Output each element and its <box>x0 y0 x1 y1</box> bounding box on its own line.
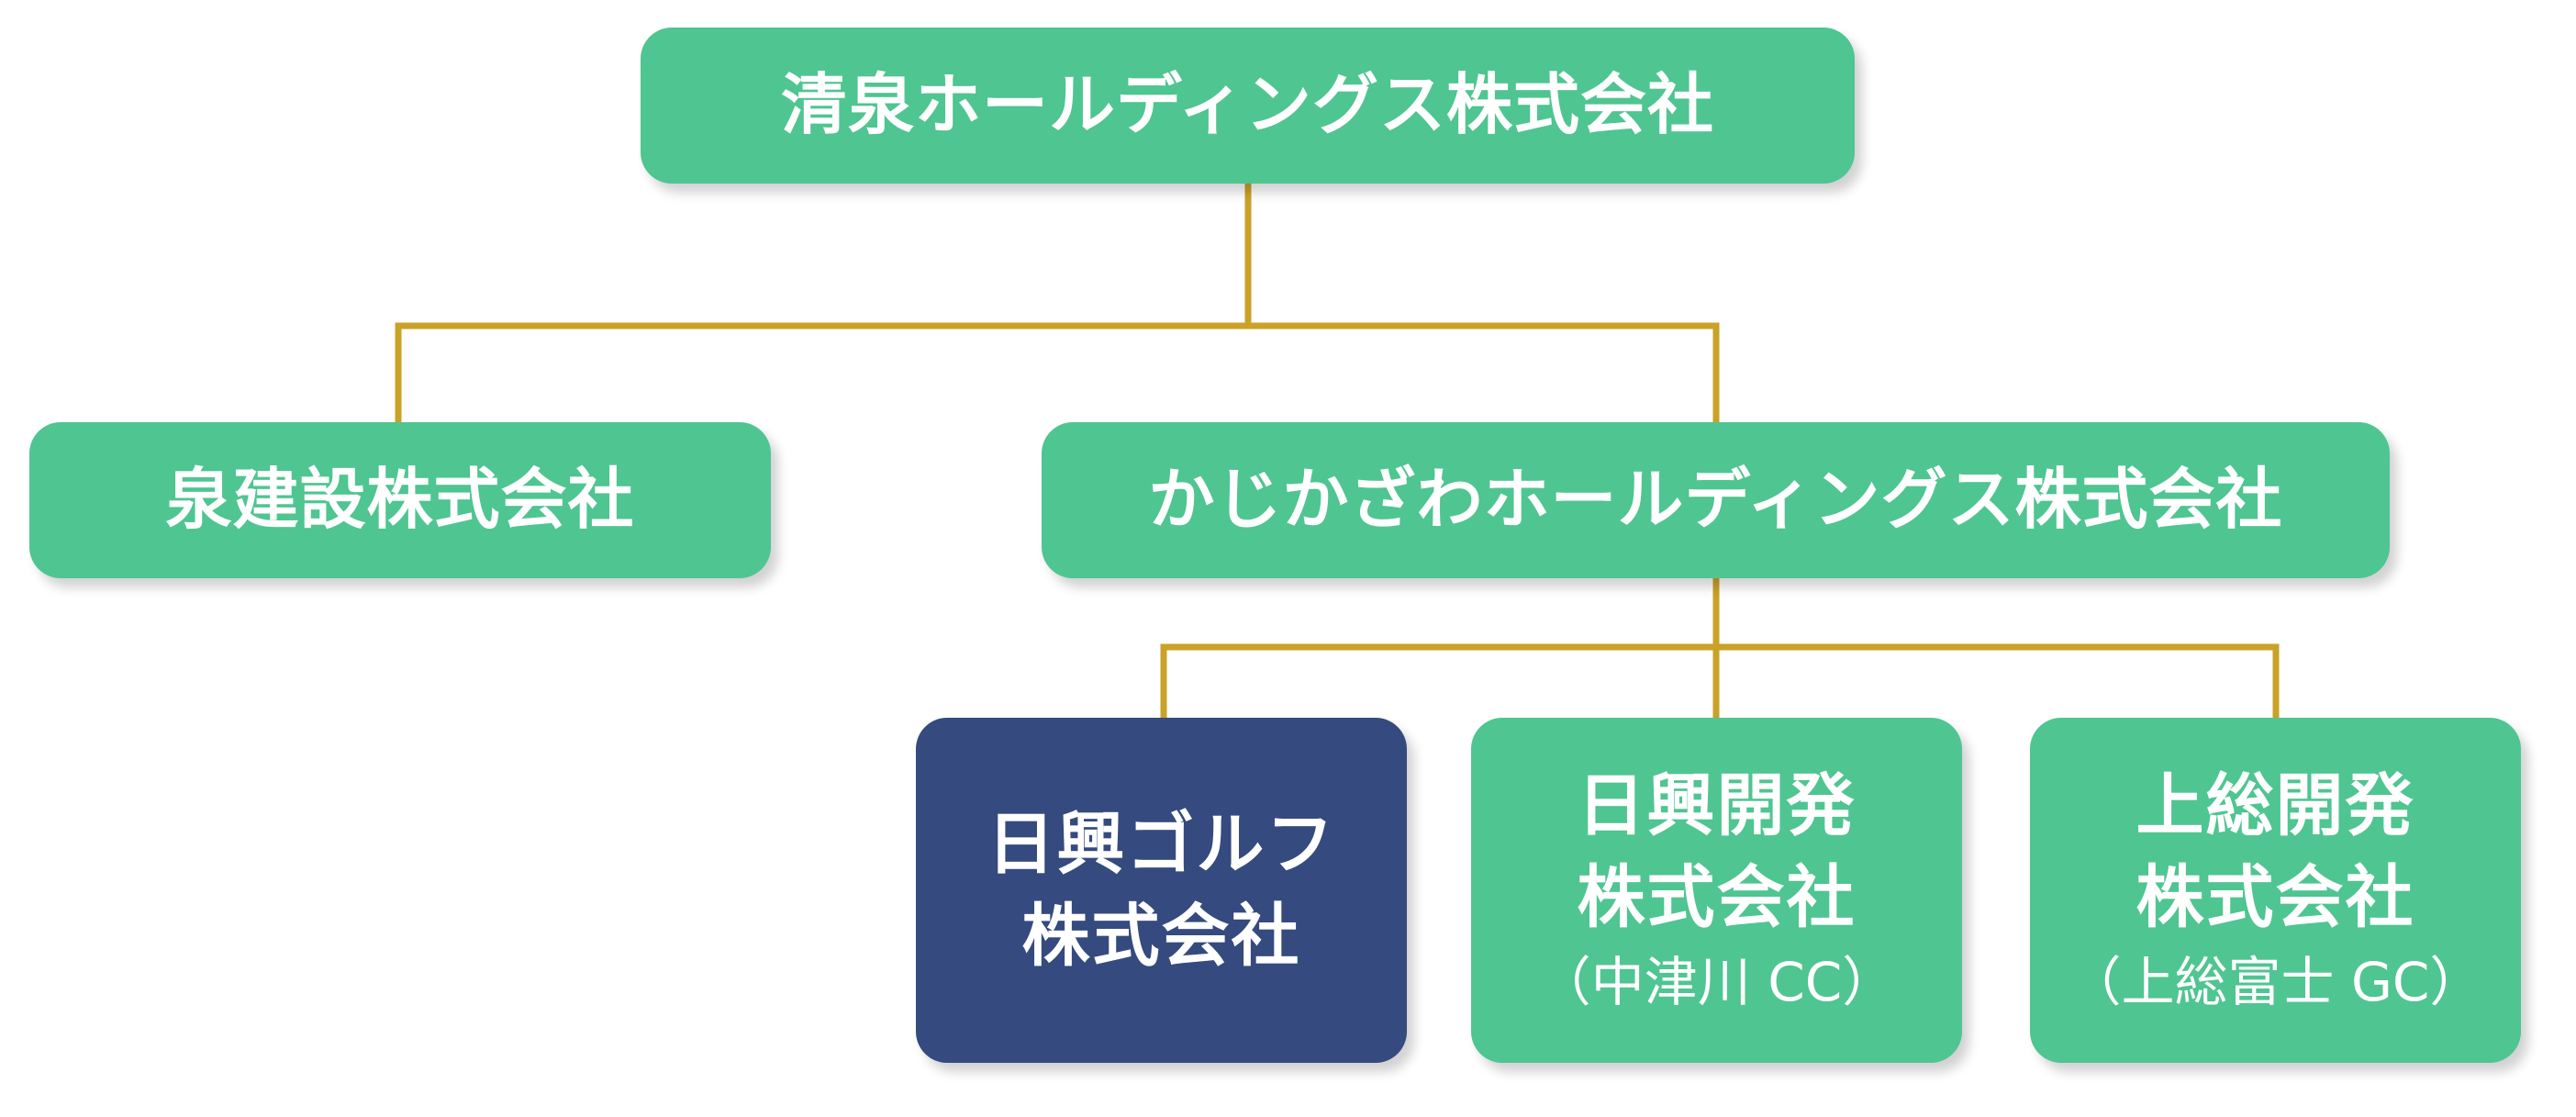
org-node-kazusa-kaihatsu-note: （上総富士 GC） <box>2068 951 2483 1013</box>
connector-root-to-level1 <box>395 180 1720 426</box>
org-node-nikko-kaihatsu-note: （中津川 CC） <box>1537 951 1896 1013</box>
org-node-kazusa-kaihatsu-line2: 株式会社 <box>2136 858 2415 937</box>
org-node-kajikazawa-holdings-label: かじかざわホールディングス株式会社 <box>1148 461 2283 539</box>
org-node-root-label: 清泉ホールディングス株式会社 <box>781 66 1714 144</box>
org-node-nikko-golf-line1: 日興ゴルフ <box>987 805 1336 884</box>
org-node-root: 清泉ホールディングス株式会社 <box>641 28 1855 184</box>
connector-kajikazawa-to-subsidiaries <box>1160 575 2280 721</box>
org-node-nikko-golf-line2: 株式会社 <box>1021 897 1301 976</box>
org-node-izumi-kensetsu: 泉建設株式会社 <box>29 422 771 578</box>
org-node-kajikazawa-holdings: かじかざわホールディングス株式会社 <box>1042 422 2390 578</box>
org-node-nikko-kaihatsu: 日興開発 株式会社 （中津川 CC） <box>1471 718 1962 1063</box>
org-node-kazusa-kaihatsu-line1: 上総開発 <box>2136 766 2415 845</box>
org-node-nikko-golf: 日興ゴルフ 株式会社 <box>916 718 1407 1063</box>
org-node-nikko-kaihatsu-line1: 日興開発 <box>1577 766 1857 845</box>
org-node-nikko-kaihatsu-line2: 株式会社 <box>1577 858 1857 937</box>
org-node-kazusa-kaihatsu: 上総開発 株式会社 （上総富士 GC） <box>2030 718 2521 1063</box>
org-node-izumi-kensetsu-label: 泉建設株式会社 <box>165 461 635 539</box>
